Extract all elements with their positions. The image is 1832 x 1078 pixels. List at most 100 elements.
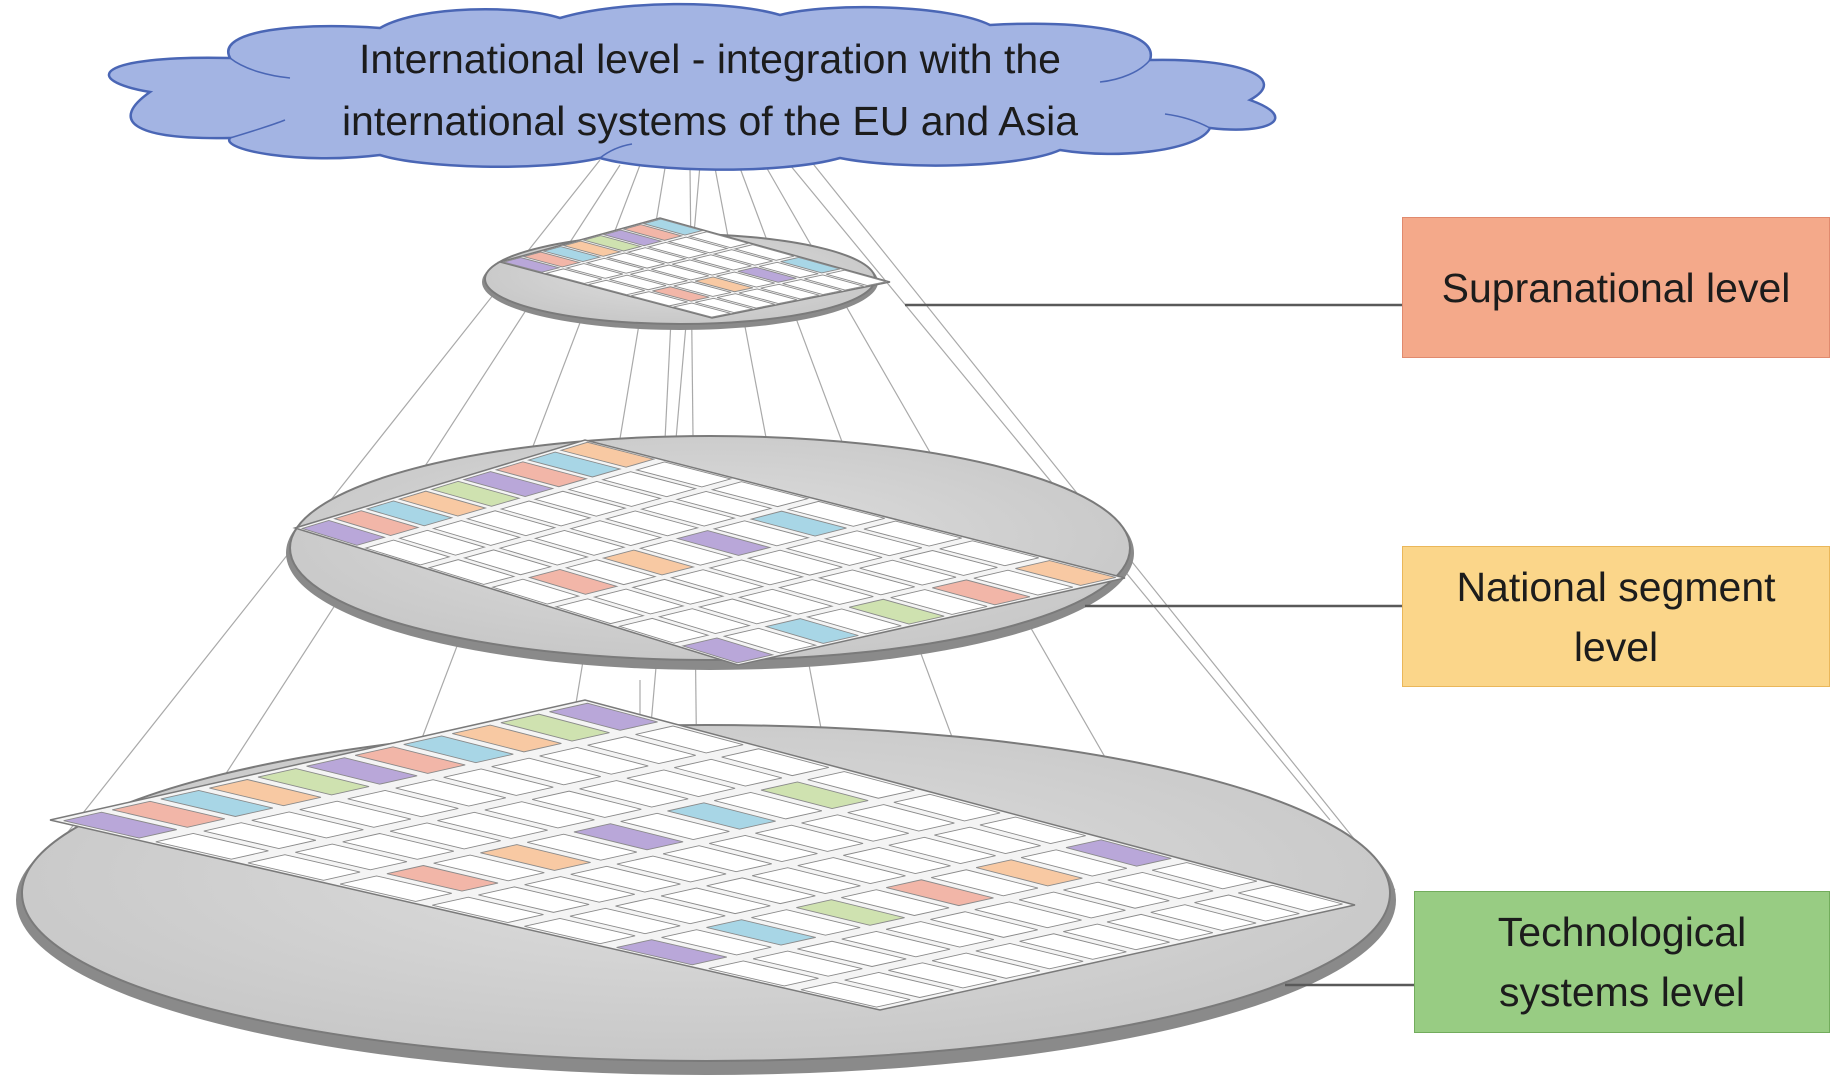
plane-cell (893, 793, 1001, 822)
plane-cell (626, 769, 736, 797)
plane-cell (976, 859, 1083, 887)
plane-cell (533, 529, 626, 556)
plane-cell (630, 291, 688, 307)
plane-cell (708, 559, 805, 586)
plane-cell (931, 952, 1040, 979)
plane-cell (890, 589, 988, 615)
plane-cell (403, 735, 514, 764)
supranational-plane (497, 217, 891, 319)
plane-cell (673, 302, 731, 318)
plane-cell (807, 771, 915, 799)
plane-cell (973, 569, 1073, 596)
plane-cell (1015, 560, 1116, 586)
plane-cell (843, 847, 951, 875)
plane-cell (160, 789, 273, 817)
plane-cell (579, 780, 689, 808)
plane-cell (443, 768, 554, 796)
plane-cell (646, 241, 709, 259)
plane-cell (431, 520, 522, 546)
plane-cell (631, 578, 725, 605)
plane-cell (712, 249, 773, 266)
plane-cell (333, 510, 420, 537)
technological-level-label-line-1: Technological (1497, 909, 1747, 955)
plane-cell (932, 579, 1031, 606)
plane-cell (524, 876, 635, 903)
plane-cell (823, 530, 923, 557)
plane-cell (1063, 881, 1170, 909)
plane-cell (500, 713, 610, 742)
plane-cell (355, 746, 466, 774)
national-segment-level-box: National segment level (1402, 546, 1830, 687)
plane-cell (499, 500, 592, 527)
plane-cell (522, 251, 582, 268)
plane-cell (651, 264, 709, 281)
plane-cell (1020, 849, 1127, 877)
plane-cell (737, 266, 797, 283)
plane-cell (433, 854, 545, 882)
plane-cell (622, 224, 684, 241)
plane-cell (1152, 862, 1258, 890)
plane-cell (841, 889, 950, 916)
plane-cell (716, 293, 775, 309)
plane-cell (592, 588, 685, 615)
technological-level-label-line-2: systems level (1498, 969, 1746, 1015)
plane-cell (542, 246, 602, 263)
plane-cell (465, 510, 557, 537)
plane-cell (398, 529, 486, 556)
plane-cell (749, 510, 847, 537)
plane-cell (669, 569, 765, 595)
plane-cell (582, 235, 643, 252)
plane-cell (777, 579, 874, 605)
plane-cell (203, 822, 316, 849)
plane-cell (587, 736, 696, 765)
plane-cell (602, 229, 663, 247)
plane-cell (616, 939, 727, 966)
plane-cell (672, 259, 731, 276)
plane-cell (112, 800, 225, 828)
plane-cell (527, 833, 637, 861)
plane-cell (759, 261, 819, 279)
plane-cell (863, 520, 962, 547)
plane-cell (295, 843, 408, 871)
plane-cell (667, 236, 729, 254)
plane-cell (934, 826, 1041, 855)
plane-cell (1106, 913, 1213, 941)
plane-cell (737, 588, 834, 615)
plane-cell (615, 897, 726, 925)
technological-plane (49, 699, 1356, 1011)
supranational-level-box: Supranational level (1402, 217, 1830, 358)
plane-cell (695, 276, 753, 293)
plane-cell (635, 461, 733, 488)
plane-cell (797, 857, 906, 885)
plane-cell (804, 274, 864, 291)
plane-cell (849, 598, 945, 625)
plane-cell (527, 569, 619, 595)
plane-cell (695, 297, 753, 314)
plane-cell (786, 500, 885, 527)
plane-cell (559, 441, 656, 468)
plane-cell (484, 801, 595, 829)
plane-cell (708, 960, 819, 987)
plane-cell (462, 549, 553, 576)
national-plane (292, 439, 1126, 666)
plane-cell (533, 490, 627, 517)
plane-cell (796, 899, 905, 926)
plane-cell (974, 901, 1082, 929)
plane-cell (681, 637, 775, 664)
plane-cell (549, 702, 658, 731)
plane-cell (760, 781, 869, 810)
plane-cell (738, 288, 798, 305)
plane-cell (539, 747, 649, 775)
plane-cell (569, 907, 681, 935)
plane-cell (573, 823, 684, 851)
plane-cell (1150, 904, 1257, 932)
plane-cell (601, 549, 696, 576)
plane-cell (567, 481, 663, 507)
plane-cell (491, 757, 601, 786)
plane-cell (564, 263, 623, 279)
plane-cell (687, 231, 750, 249)
plane-cell (885, 921, 994, 948)
plane-cell (886, 879, 994, 907)
plane-cell (706, 877, 816, 905)
